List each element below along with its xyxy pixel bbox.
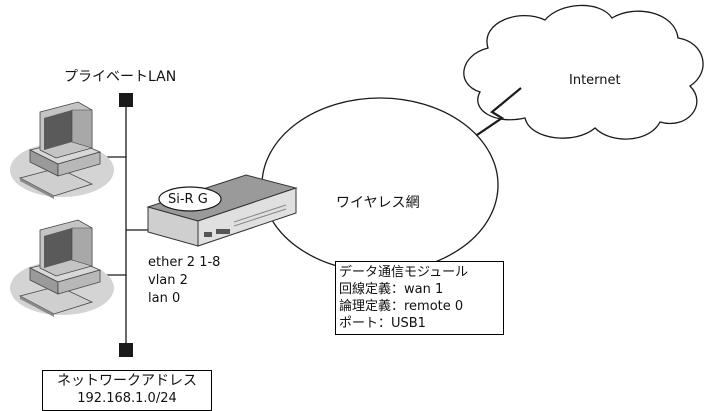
wireless-network-ellipse bbox=[261, 97, 499, 273]
wireless-network-label: ワイヤレス網 bbox=[336, 195, 420, 211]
module-line-definition: 回線定義：wan 1 bbox=[339, 282, 444, 297]
router-config-line-3: lan 0 bbox=[148, 291, 181, 306]
pc-2 bbox=[10, 219, 114, 317]
private-lan-label: プライベートLAN bbox=[64, 69, 177, 85]
router-config-line-1: ether 2 1-8 bbox=[148, 255, 221, 270]
network-address-box: ネットワークアドレス 192.168.1.0/24 bbox=[42, 370, 212, 411]
data-module-box: データ通信モジュール 回線定義：wan 1 論理定義：remote 0 ポート：… bbox=[335, 261, 504, 335]
module-title: データ通信モジュール bbox=[339, 265, 469, 280]
internet-cloud bbox=[463, 4, 704, 140]
module-logical-definition: 論理定義：remote 0 bbox=[339, 299, 464, 314]
module-port: ポート：USB1 bbox=[339, 316, 426, 331]
pc-1 bbox=[10, 101, 114, 199]
network-address-value: 192.168.1.0/24 bbox=[77, 391, 177, 406]
lan-terminator-bottom bbox=[119, 343, 133, 357]
router-badge-label: Si-R G bbox=[168, 192, 208, 207]
network-address-title: ネットワークアドレス bbox=[57, 373, 197, 389]
router-config-line-2: vlan 2 bbox=[148, 273, 188, 288]
lan-terminator-top bbox=[119, 93, 133, 107]
router-badge-oval bbox=[158, 186, 222, 212]
router-device bbox=[146, 174, 298, 247]
internet-label: Internet bbox=[569, 73, 621, 88]
